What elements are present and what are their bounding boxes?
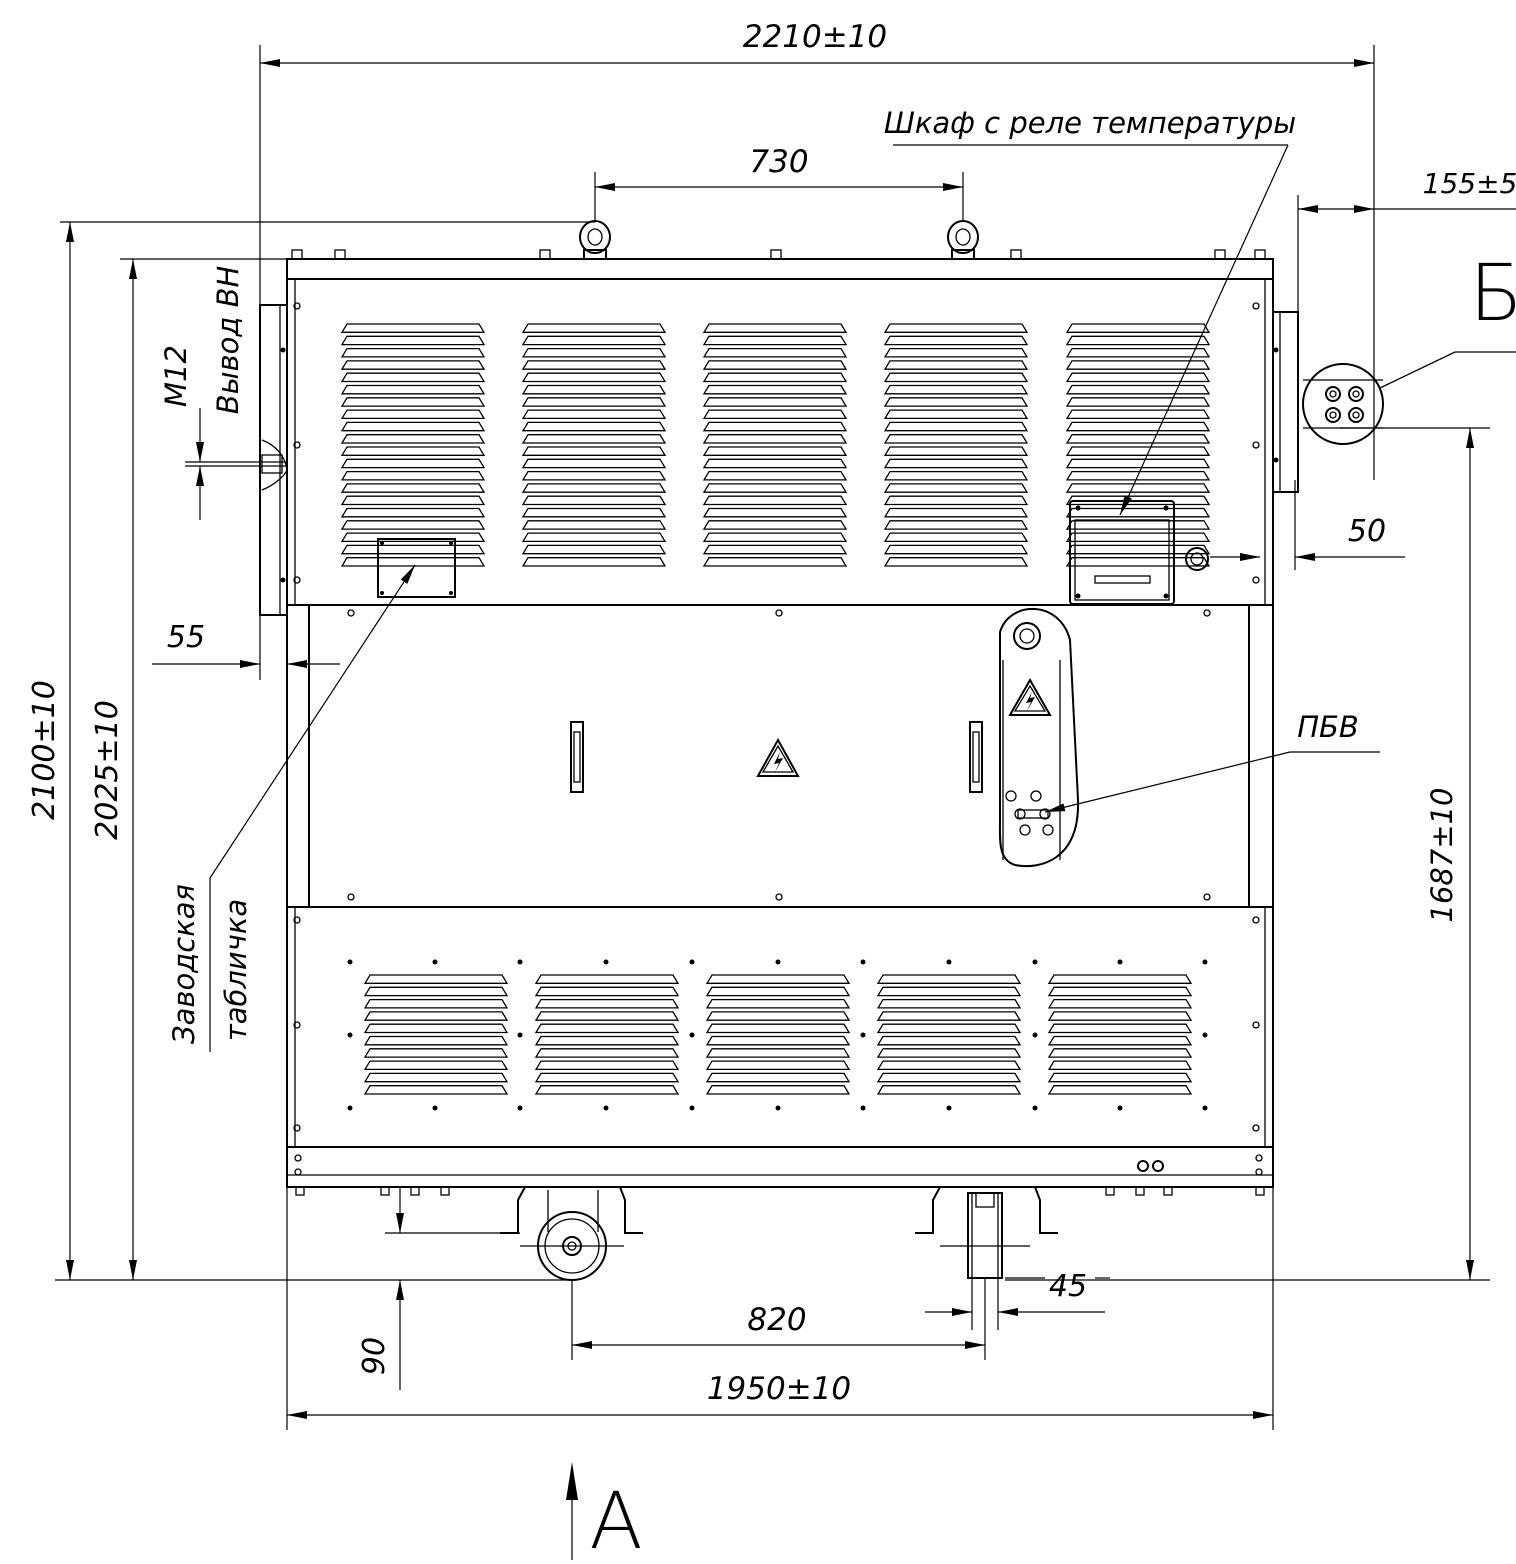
- cover-bolts: [291, 249, 1266, 260]
- view-a-label: А: [589, 1477, 642, 1564]
- upper-louvers: [340, 323, 1211, 567]
- tap-changer-label: ПБВ: [1297, 710, 1359, 744]
- lv-terminal-right: [1272, 311, 1299, 493]
- lifting-eye-right: [947, 220, 979, 260]
- dim-total-height: 2100±10: [27, 680, 62, 820]
- middle-panel: [347, 608, 1211, 901]
- dim-wheel-width: 45: [1049, 1269, 1087, 1304]
- dim-body-height: 2025±10: [90, 700, 125, 840]
- dimension-lines: [55, 45, 1516, 1430]
- view-a-arrow: [566, 1462, 578, 1560]
- panel-dots: [293, 302, 1260, 1132]
- dim-wheel-track: 820: [747, 1302, 806, 1338]
- dim-bus-height: 1687±10: [1425, 787, 1459, 922]
- dim-lifting-eye-spacing: 730: [749, 144, 808, 180]
- warning-icon: [1008, 677, 1052, 716]
- wheel-left: [500, 1186, 643, 1281]
- nameplate-label-line2: табличка: [219, 899, 253, 1041]
- view-b-label: Б: [1469, 249, 1516, 339]
- leader-lines: [209, 144, 1380, 1052]
- cable-gland: [1185, 547, 1209, 571]
- temp-relay-cabinet-label: Шкаф с реле температуры: [884, 106, 1296, 140]
- wheel-right: [915, 1186, 1058, 1279]
- tap-changer-cover: [998, 608, 1080, 868]
- lower-louvers: [363, 974, 1193, 1095]
- dim-bus-offset-right: 155±5: [1423, 167, 1516, 200]
- dim-terminal-size: M12: [159, 345, 193, 407]
- lifting-eye-left: [579, 220, 611, 260]
- dim-total-width: 2210±10: [743, 19, 887, 55]
- dim-left-offset: 55: [167, 620, 205, 655]
- nameplate: [377, 538, 456, 598]
- nameplate-label-line1: Заводская: [167, 884, 201, 1044]
- hv-output-label: Вывод ВН: [211, 266, 245, 415]
- view-b-detail: [1302, 351, 1516, 445]
- dim-bottom-clearance: 90: [357, 1337, 392, 1375]
- warning-icon: [756, 737, 800, 777]
- dim-base-width: 1950±10: [707, 1371, 851, 1407]
- drain-valves: [1137, 1160, 1164, 1172]
- dim-right-offset: 50: [1348, 514, 1386, 549]
- base-bolts: [294, 1154, 1265, 1196]
